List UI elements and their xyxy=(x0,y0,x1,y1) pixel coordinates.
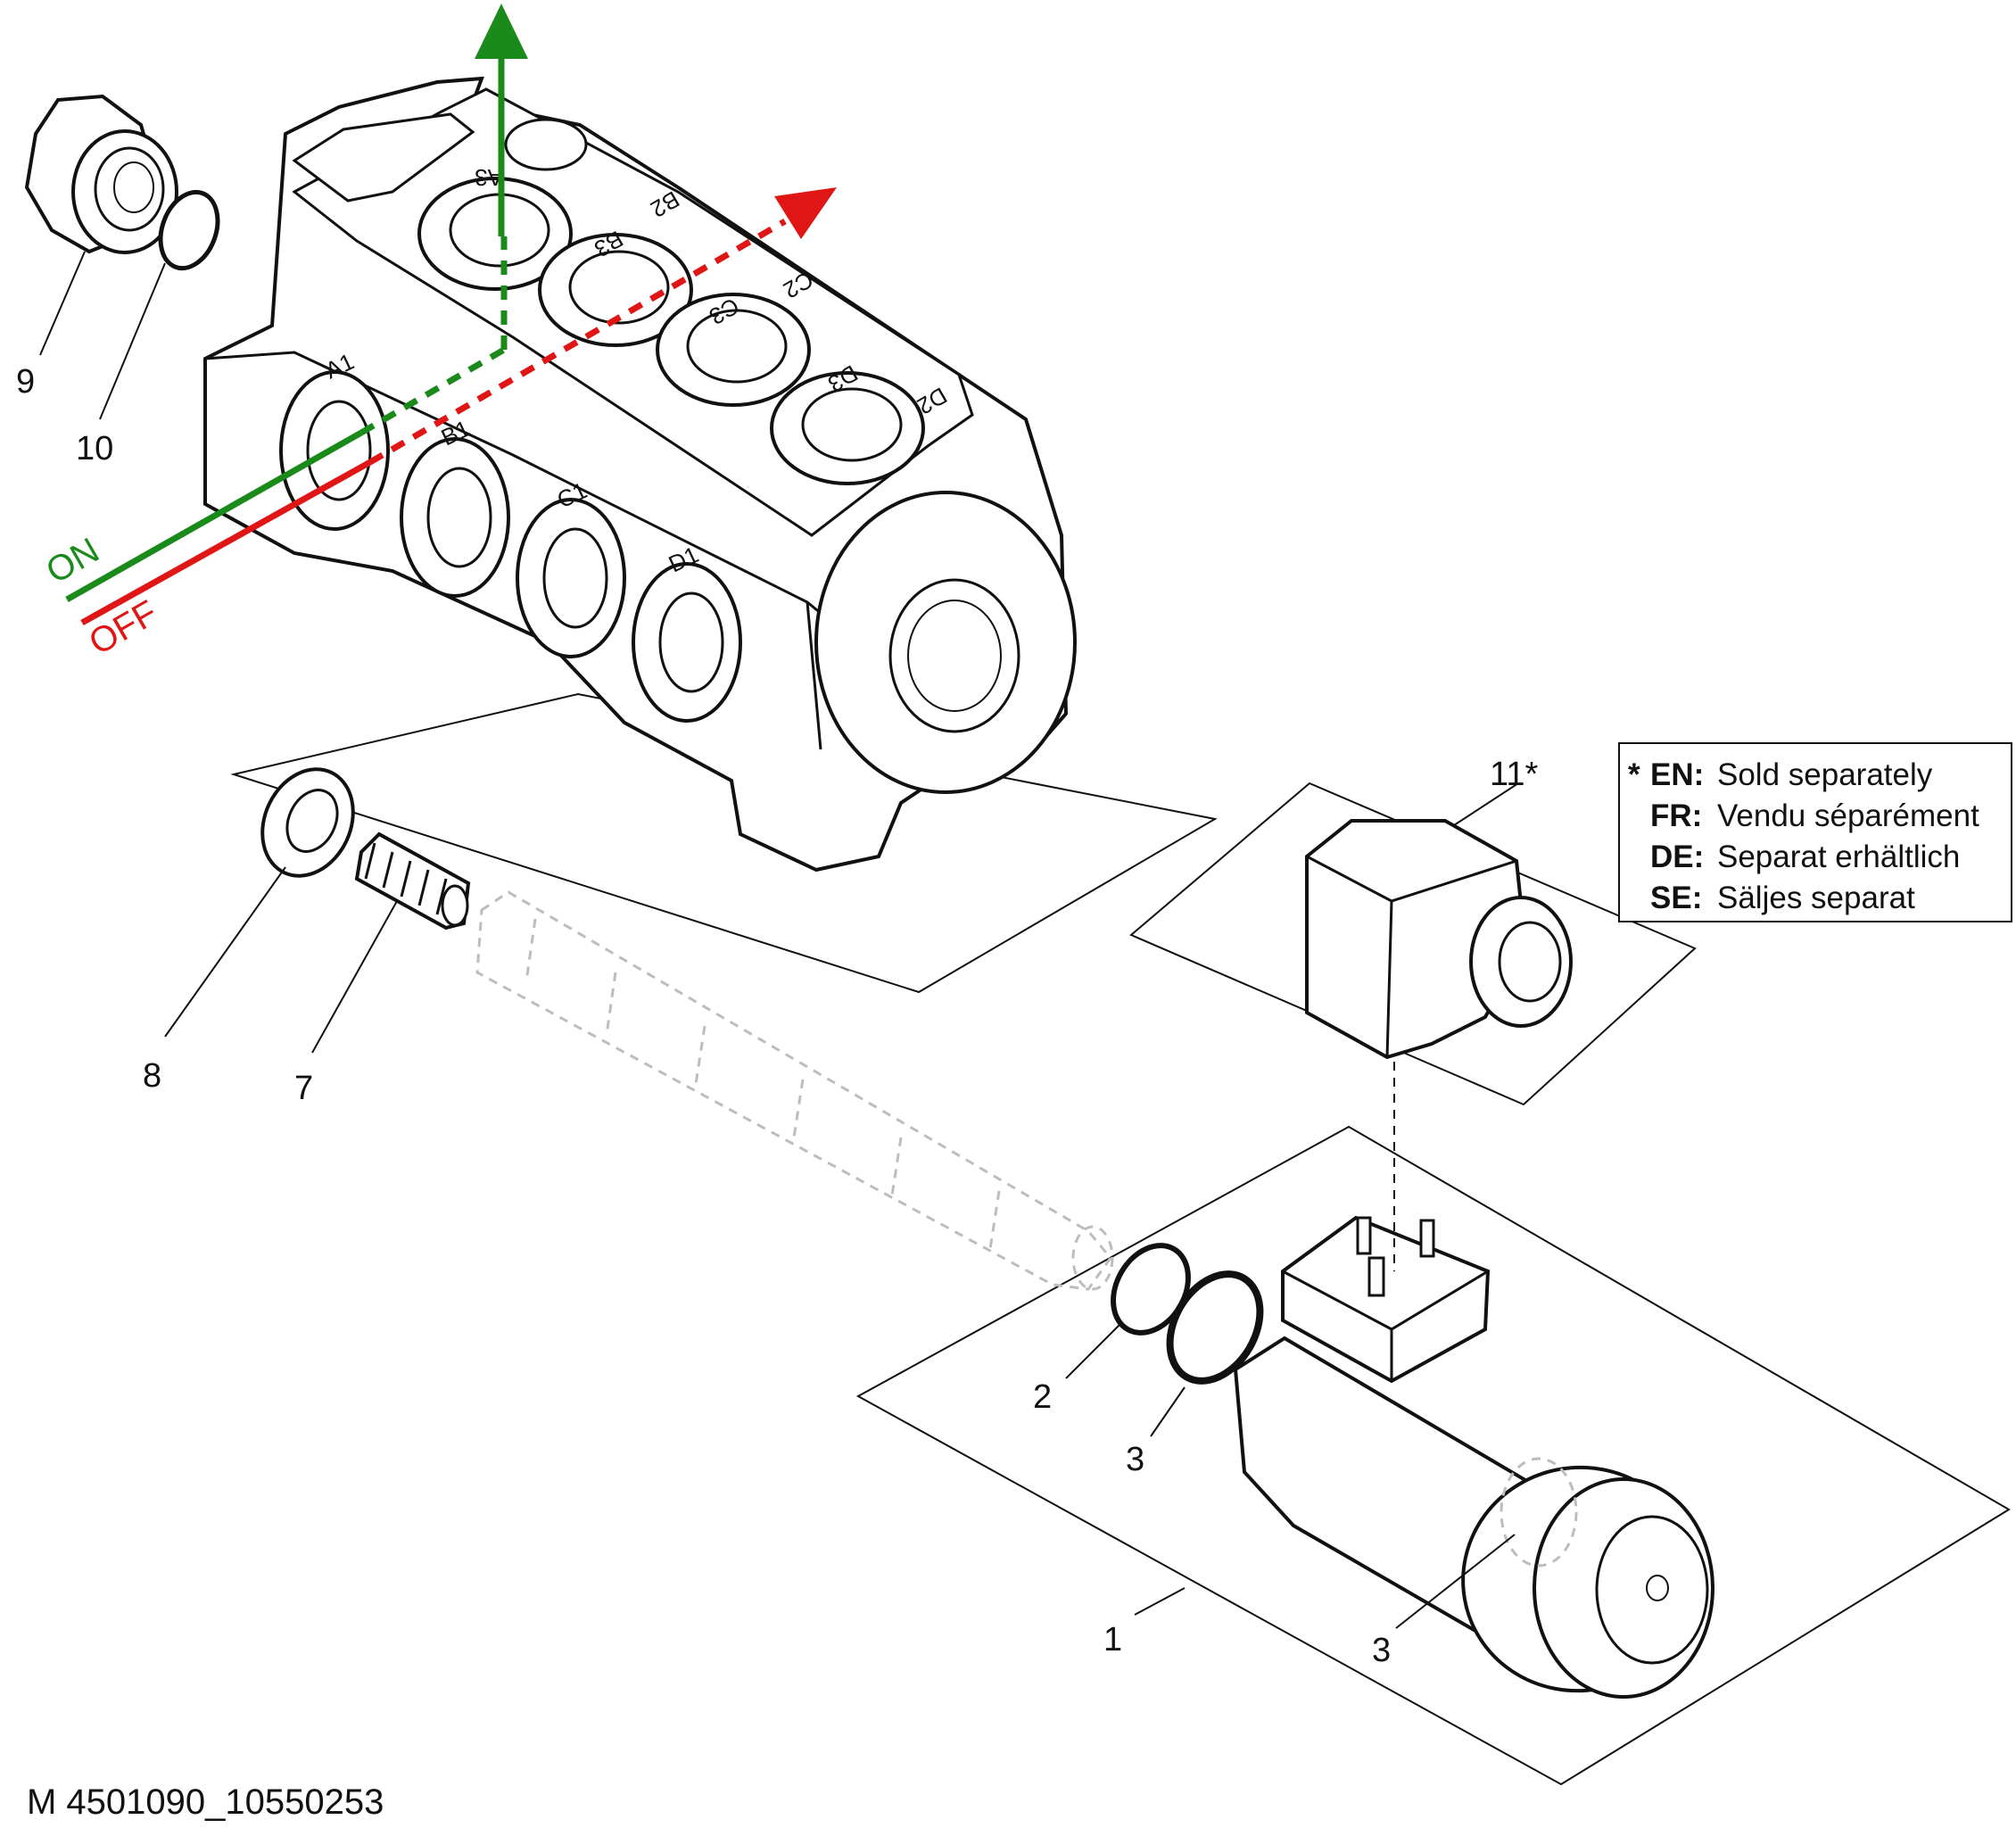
plug-part xyxy=(24,94,178,254)
flow-off-arrowhead xyxy=(774,187,837,239)
leader-3b xyxy=(1395,1534,1516,1629)
leader-7 xyxy=(311,900,398,1054)
note-lang-se: SE: xyxy=(1650,881,1702,915)
solenoid-coil xyxy=(1233,1215,1714,1699)
solenoid-assembly-plane xyxy=(855,1125,2011,1786)
callout-1: 1 xyxy=(1103,1621,1122,1658)
callout-8: 8 xyxy=(143,1057,161,1095)
spring-part xyxy=(354,831,471,931)
note-text-se: Säljes separat xyxy=(1717,881,1915,915)
note-text-fr: Vendu séparément xyxy=(1717,798,1979,833)
note-lang-fr: FR: xyxy=(1650,798,1702,833)
flow-on-path xyxy=(65,4,528,603)
callout-3a: 3 xyxy=(1126,1441,1144,1478)
leader-11 xyxy=(1453,782,1519,826)
flow-off-path xyxy=(80,187,837,626)
note-star: * xyxy=(1628,757,1640,792)
flow-on-arrowhead xyxy=(475,4,528,59)
leader-3a xyxy=(1150,1386,1186,1437)
leader-2 xyxy=(1065,1324,1120,1379)
leader-1 xyxy=(1134,1587,1186,1616)
washer-part xyxy=(260,767,355,878)
drawing-code: M 4501090_10550253 xyxy=(27,1783,384,1822)
spool-assembly-plane xyxy=(230,692,1218,994)
note-box xyxy=(1618,742,2012,922)
leader-9 xyxy=(39,251,86,356)
spool-ghost xyxy=(475,890,1114,1291)
callout-2: 2 xyxy=(1033,1378,1052,1416)
note-lang-en: EN: xyxy=(1650,757,1704,792)
callout-7: 7 xyxy=(294,1070,313,1107)
callout-9: 9 xyxy=(16,363,35,401)
flow-off-label: OFF xyxy=(83,593,164,663)
note-text-en: Sold separately xyxy=(1717,757,1933,792)
leader-10 xyxy=(99,262,166,420)
callout-3b: 3 xyxy=(1372,1632,1391,1669)
o-ring-part-3 xyxy=(1166,1270,1264,1385)
callout-10: 10 xyxy=(76,430,113,467)
note-lang-de: DE: xyxy=(1650,840,1704,874)
callout-11: 11* xyxy=(1490,756,1538,793)
sold-separately-note: * EN: Sold separately FR: Vendu séparéme… xyxy=(1618,742,2012,922)
o-ring-part-10 xyxy=(158,189,220,271)
connector-part xyxy=(1305,819,1573,1271)
leader-8 xyxy=(164,866,286,1038)
note-text-de: Separat erhältlich xyxy=(1717,840,1960,874)
